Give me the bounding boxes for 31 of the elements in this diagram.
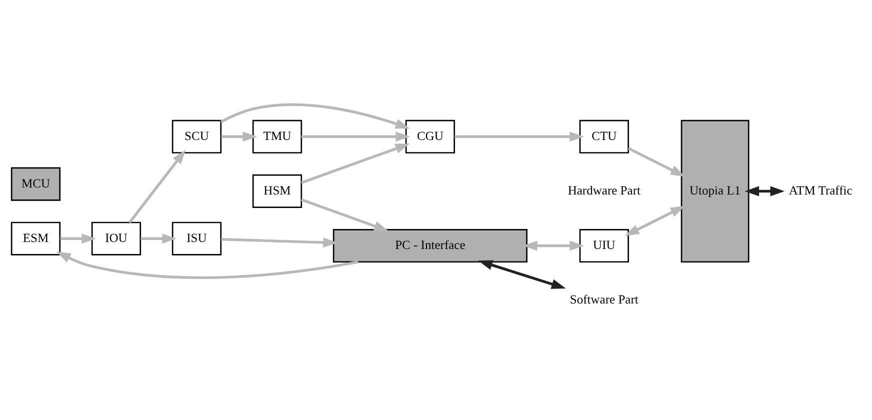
node-box: ISU <box>172 221 222 255</box>
node-box: ESM <box>10 221 61 255</box>
node-box: Utopia L1 <box>680 119 750 262</box>
node-box: CGU <box>405 119 455 153</box>
arrow <box>522 240 584 250</box>
arrow <box>454 131 584 142</box>
node-text: ATM Traffic <box>788 183 852 198</box>
arrow <box>478 260 566 288</box>
node-box: SCU <box>172 119 222 153</box>
arrow <box>628 146 685 176</box>
arrow <box>56 250 358 278</box>
arrow <box>220 102 410 128</box>
node-box: CTU <box>579 119 629 153</box>
node-box: PC - Interface <box>332 228 528 262</box>
label: Hardware Part <box>568 183 640 198</box>
arrow <box>300 198 388 231</box>
arrow <box>60 233 96 244</box>
node-box: IOU <box>91 221 142 255</box>
node-box: HSM <box>252 174 302 208</box>
arrow <box>744 186 785 196</box>
arrow <box>300 143 410 184</box>
arrow <box>301 131 410 142</box>
arrow <box>221 236 338 247</box>
arrow <box>221 131 258 142</box>
arrow <box>624 205 685 236</box>
node-box: UIU <box>579 228 629 262</box>
node-box: TMU <box>252 119 302 153</box>
arrow <box>140 233 177 244</box>
node-text: Software Part <box>570 292 638 306</box>
node-box: MCU <box>10 166 61 200</box>
arrow <box>128 149 186 223</box>
